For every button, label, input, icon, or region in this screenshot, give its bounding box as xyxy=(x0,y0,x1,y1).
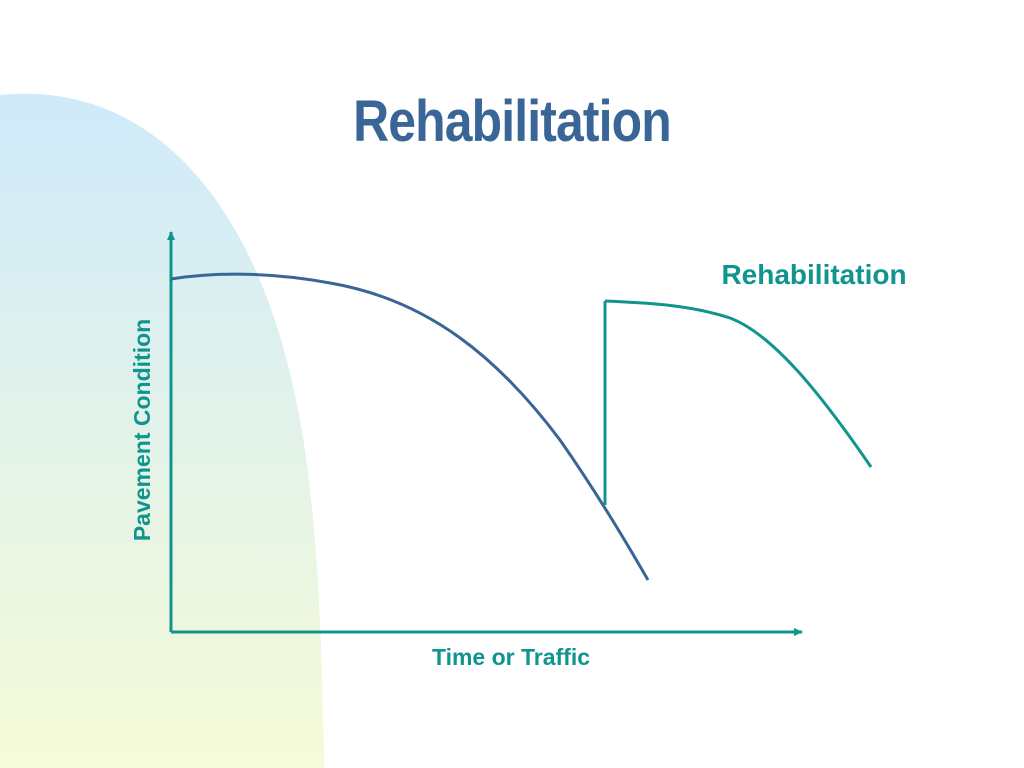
y-axis-label: Pavement Condition xyxy=(129,319,155,541)
rehabilitated-deterioration-curve xyxy=(604,299,873,468)
curve-label-rehabilitation: Rehabilitation xyxy=(721,259,906,290)
gradient-arc-shape xyxy=(0,93,324,768)
x-axis-label: Time or Traffic xyxy=(432,644,590,670)
original-deterioration-curve xyxy=(170,272,650,581)
slide-title: Rehabilitation xyxy=(353,89,672,154)
